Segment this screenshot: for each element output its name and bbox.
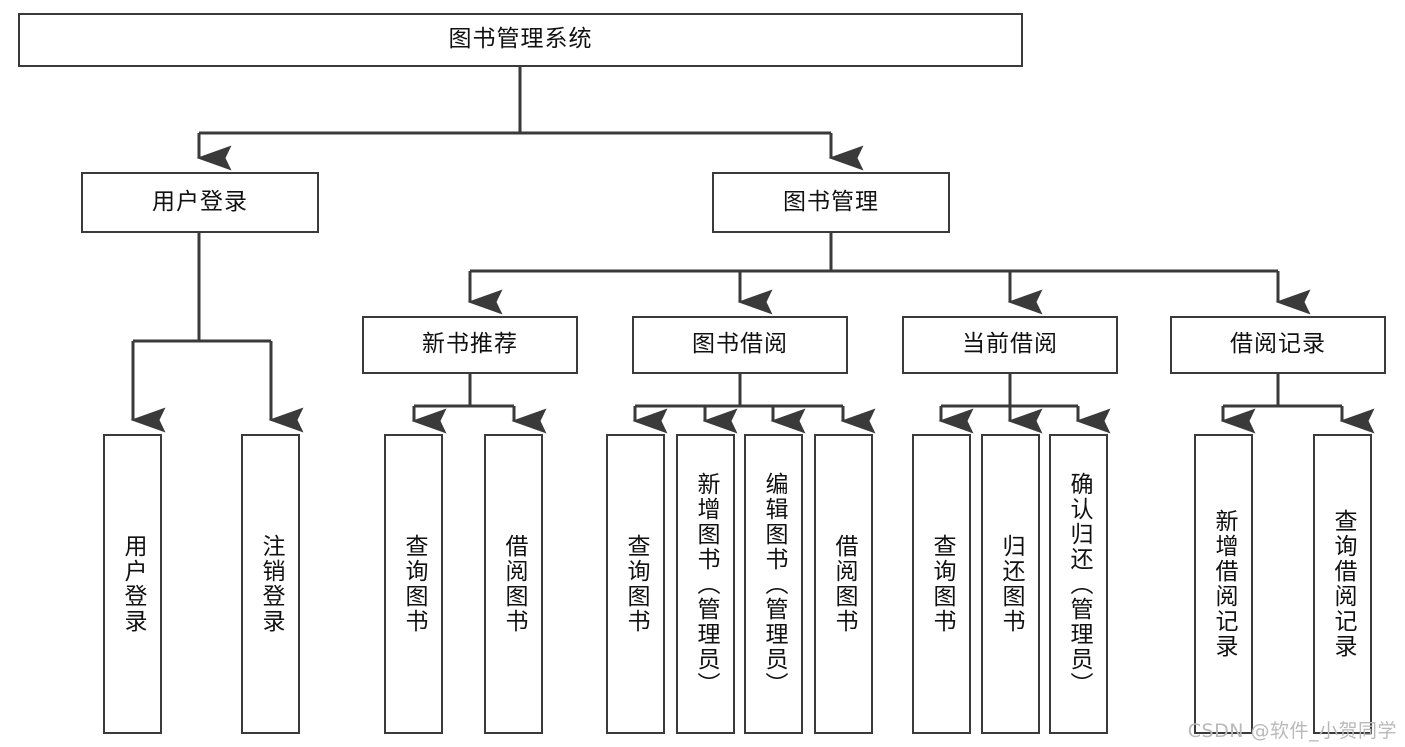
node-user-login-label: 用户登录 bbox=[152, 188, 248, 215]
node-leaf-edit-book-admin[interactable]: 编辑图书（管理员） bbox=[744, 434, 803, 734]
book-borrow-to-leaves-connectors bbox=[632, 374, 876, 434]
node-current-borrow-label: 当前借阅 bbox=[962, 331, 1058, 358]
node-leaf-add-borrow-record-label: 新增借阅记录 bbox=[1211, 509, 1238, 659]
node-leaf-return-book-label: 归还图书 bbox=[998, 534, 1025, 634]
node-leaf-user-login-label: 用户登录 bbox=[120, 534, 147, 634]
node-leaf-logout-label: 注销登录 bbox=[258, 534, 285, 634]
new-book-to-leaves-connectors bbox=[411, 374, 547, 434]
node-book-management-label: 图书管理 bbox=[783, 188, 879, 215]
book-mgmt-to-level2-connectors bbox=[467, 233, 1311, 315]
node-leaf-add-borrow-record[interactable]: 新增借阅记录 bbox=[1194, 434, 1253, 734]
node-root-label: 图书管理系统 bbox=[448, 26, 593, 53]
node-book-borrow-label: 图书借阅 bbox=[692, 331, 788, 358]
node-leaf-borrow-query-book[interactable]: 查询图书 bbox=[606, 434, 665, 734]
current-borrow-to-leaves-connectors bbox=[938, 374, 1111, 434]
node-leaf-newbook-query-book[interactable]: 查询图书 bbox=[384, 434, 443, 734]
csdn-watermark: CSDN @软件_小贺同学 bbox=[1187, 720, 1397, 742]
node-current-borrow[interactable]: 当前借阅 bbox=[902, 316, 1118, 374]
node-root-book-management-system[interactable]: 图书管理系统 bbox=[18, 13, 1023, 67]
node-leaf-confirm-return-admin[interactable]: 确认归还（管理员） bbox=[1049, 434, 1108, 734]
node-book-borrow[interactable]: 图书借阅 bbox=[632, 316, 848, 374]
node-leaf-newbook-borrow-book-label: 借阅图书 bbox=[501, 534, 528, 634]
node-leaf-return-book[interactable]: 归还图书 bbox=[981, 434, 1040, 734]
node-leaf-user-login[interactable]: 用户登录 bbox=[103, 434, 162, 734]
node-new-book-recommend-label: 新书推荐 bbox=[422, 331, 518, 358]
node-leaf-borrow-book-label: 借阅图书 bbox=[831, 534, 858, 634]
node-leaf-newbook-query-book-label: 查询图书 bbox=[401, 534, 428, 634]
root-to-level1-connectors bbox=[196, 67, 864, 171]
node-user-login[interactable]: 用户登录 bbox=[81, 172, 319, 233]
node-leaf-newbook-borrow-book[interactable]: 借阅图书 bbox=[484, 434, 543, 734]
node-leaf-borrow-book[interactable]: 借阅图书 bbox=[814, 434, 873, 734]
node-leaf-current-query-book-label: 查询图书 bbox=[929, 534, 956, 634]
node-leaf-query-borrow-record-label: 查询借阅记录 bbox=[1330, 509, 1357, 659]
node-new-book-recommend[interactable]: 新书推荐 bbox=[362, 316, 578, 374]
node-borrow-record-label: 借阅记录 bbox=[1230, 331, 1326, 358]
node-leaf-logout[interactable]: 注销登录 bbox=[241, 434, 300, 734]
node-leaf-add-book-admin-label: 新增图书（管理员） bbox=[693, 471, 720, 697]
node-leaf-borrow-query-book-label: 查询图书 bbox=[623, 534, 650, 634]
node-leaf-query-borrow-record[interactable]: 查询借阅记录 bbox=[1313, 434, 1372, 734]
node-leaf-edit-book-admin-label: 编辑图书（管理员） bbox=[761, 471, 788, 697]
node-leaf-add-book-admin[interactable]: 新增图书（管理员） bbox=[676, 434, 735, 734]
node-book-management[interactable]: 图书管理 bbox=[712, 172, 950, 233]
node-leaf-confirm-return-admin-label: 确认归还（管理员） bbox=[1066, 471, 1093, 697]
node-leaf-current-query-book[interactable]: 查询图书 bbox=[912, 434, 971, 734]
node-borrow-record[interactable]: 借阅记录 bbox=[1170, 316, 1386, 374]
borrow-record-to-leaves-connectors bbox=[1220, 374, 1375, 434]
user-login-to-leaves-connectors bbox=[130, 233, 304, 433]
